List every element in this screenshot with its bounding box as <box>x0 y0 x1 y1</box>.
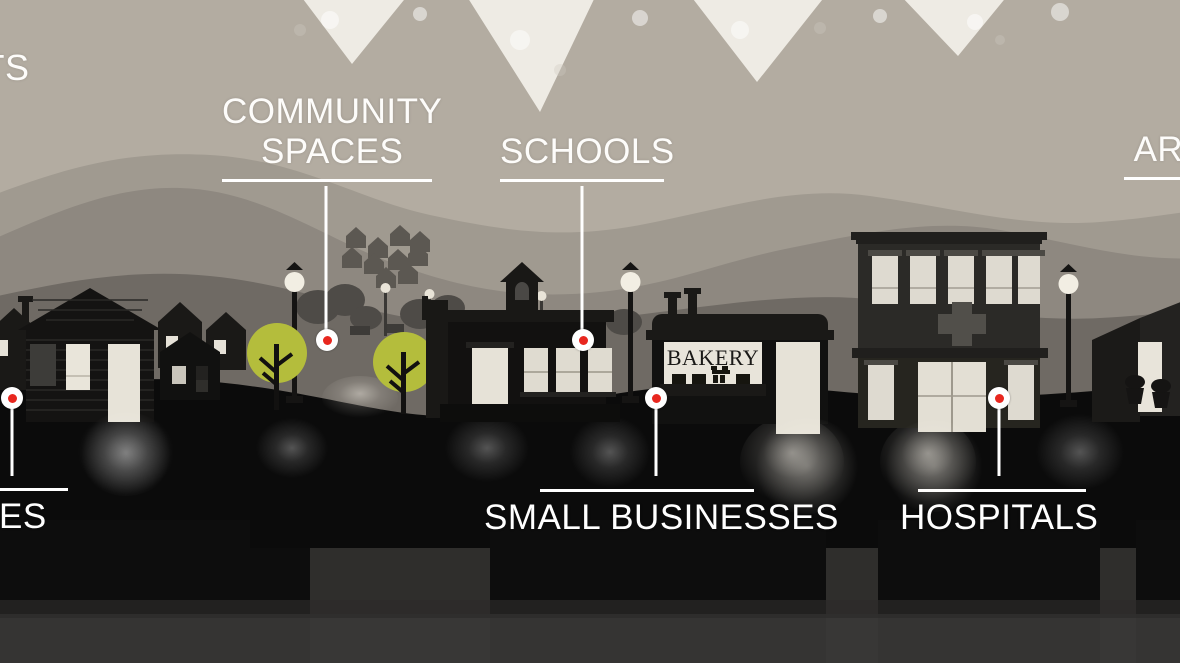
marker-dot <box>322 335 332 345</box>
callout-community-spaces-label: COMMUNITY SPACES <box>222 92 443 171</box>
school-building <box>422 262 620 422</box>
callout-homes-label: MES <box>0 497 47 536</box>
callout-community-rule <box>222 179 432 182</box>
callout-arts-rule <box>1124 177 1180 180</box>
marker-dot <box>651 393 661 403</box>
snow-peaks <box>294 0 1069 112</box>
callout-lights[interactable]: HTS <box>0 48 30 88</box>
street-lamp-hospital <box>1058 264 1079 407</box>
bakery-building <box>646 288 834 434</box>
bakery-display-items <box>711 366 730 383</box>
callout-small-businesses-label: SMALL BUSINESSES <box>484 498 839 537</box>
callout-small-rule <box>540 489 754 492</box>
foreground-blocks <box>0 520 1180 663</box>
marker-schools[interactable] <box>572 329 594 351</box>
callout-hospitals[interactable]: HOSPITALS <box>900 489 1098 538</box>
callout-schools[interactable]: SCHOOLS <box>500 132 675 182</box>
callout-hospitals-rule <box>918 489 1086 492</box>
arts-center-building <box>1092 302 1180 422</box>
tree-left <box>247 323 307 410</box>
tree-right <box>373 332 435 414</box>
callout-homes-rule <box>0 488 68 491</box>
medical-cross-icon <box>938 302 986 346</box>
marker-dot <box>7 393 17 403</box>
callout-homes[interactable]: MES <box>0 488 68 537</box>
callout-arts[interactable]: ART <box>1124 130 1180 180</box>
callout-arts-label: ART <box>1133 130 1180 169</box>
callout-lights-label: HTS <box>0 47 30 88</box>
marker-hospitals[interactable] <box>988 387 1010 409</box>
callout-small-businesses[interactable]: SMALL BUSINESSES <box>484 489 839 538</box>
callout-hospitals-label: HOSPITALS <box>900 498 1099 537</box>
marker-dot <box>578 335 588 345</box>
callout-schools-rule <box>500 179 664 182</box>
bakery-sign: BAKERY <box>666 345 760 370</box>
hospital-building <box>851 232 1048 432</box>
home-building-left <box>0 288 246 422</box>
marker-homes[interactable] <box>1 387 23 409</box>
callout-community-spaces[interactable]: COMMUNITY SPACES <box>222 92 442 182</box>
marker-community[interactable] <box>316 329 338 351</box>
planter <box>1125 375 1171 408</box>
ground-glows <box>78 376 1124 508</box>
callout-schools-label: SCHOOLS <box>500 132 675 171</box>
hillside-house <box>342 225 430 288</box>
street-lamp-school <box>620 262 641 403</box>
hospital-upper-windows <box>868 250 1045 304</box>
marker-dot <box>994 393 1004 403</box>
marker-small[interactable] <box>645 387 667 409</box>
